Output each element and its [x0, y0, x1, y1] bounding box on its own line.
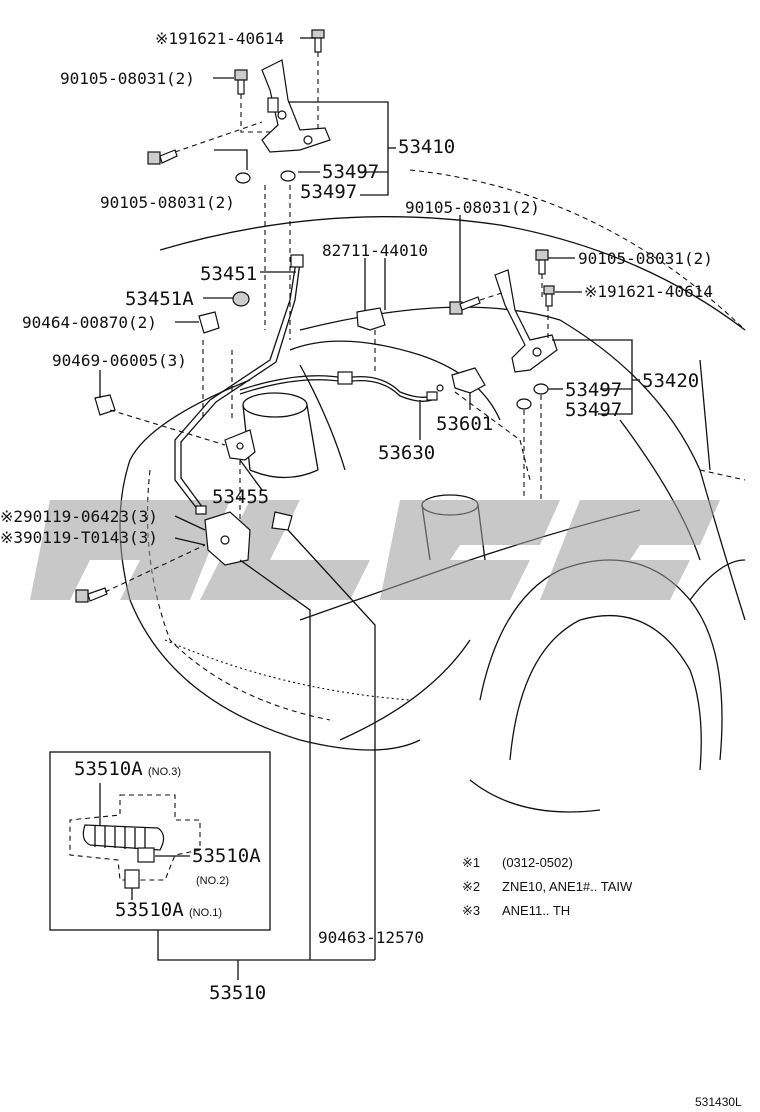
label-hinge-53410: 53410	[398, 136, 455, 158]
hood-latch-icon	[204, 511, 293, 566]
label-bolt-90105-d: 90105-08031(2)	[578, 249, 713, 268]
grommet-icon	[232, 291, 250, 307]
label-clip-90469: 90469-06005(3)	[52, 351, 187, 370]
label-rod-53451: 53451	[200, 263, 257, 285]
label-spring-no3: 53510A	[74, 758, 143, 780]
label-bolt-90105-c: 90105-08031(2)	[405, 198, 540, 217]
label-hinge-53420: 53420	[642, 370, 699, 392]
hood-lock-icon	[224, 429, 256, 461]
applicability-notes: ※1 (0312-0502) ※2 ZNE10, ANE1#.. TAIW ※3…	[462, 855, 633, 918]
label-assy-53510: 53510	[209, 982, 266, 1004]
label-spring-no1-tag: (NO.1)	[189, 907, 222, 919]
label-cushion-4: 53497	[565, 399, 622, 421]
label-spring-no2: 53510A	[192, 845, 261, 867]
bolt-icon	[75, 587, 108, 603]
label-grommet-53451a: 53451A	[125, 288, 194, 310]
label-cable-53630: 53630	[378, 442, 435, 464]
label-cushion-1: 53497	[322, 161, 379, 183]
label-lever-53601: 53601	[436, 413, 493, 435]
label-spring-no2-tag: (NO.2)	[196, 875, 229, 887]
label-cushion-3: 53497	[565, 379, 622, 401]
clip-icon	[94, 311, 220, 416]
part-labels: ※191621-40614 90105-08031(2) 53410 53497…	[0, 29, 713, 1004]
figure-reference: 531430L	[695, 1095, 742, 1109]
note-mark-1: ※1	[462, 855, 480, 870]
label-bolt-91621-top: ※191621-40614	[155, 29, 284, 48]
label-bolt-90105-a: 90105-08031(2)	[60, 69, 195, 88]
cushion-icon	[235, 170, 549, 410]
hood-hinge-rh	[494, 269, 558, 373]
bolt-icon	[147, 29, 325, 165]
label-cushion-2: 53497	[300, 181, 357, 203]
label-bolt-90119-b: ※390119-T0143(3)	[0, 528, 158, 547]
hood-hinge-lh	[261, 59, 331, 153]
note-mark-3: ※3	[462, 903, 480, 918]
label-pin-90463: 90463-12570	[318, 928, 424, 947]
label-bolt-90119-a: ※290119-06423(3)	[0, 507, 158, 526]
detail-inset	[49, 751, 271, 931]
release-lever-icon	[436, 367, 486, 394]
clamp-icon	[356, 307, 386, 331]
label-clip-90464: 90464-00870(2)	[22, 313, 157, 332]
note-text-2: ZNE10, ANE1#.. TAIW	[502, 879, 633, 894]
label-bolt-90105-b: 90105-08031(2)	[100, 193, 235, 212]
note-text-1: (0312-0502)	[502, 855, 573, 870]
label-lock-53455: 53455	[212, 486, 269, 508]
label-spring-no1: 53510A	[115, 899, 184, 921]
label-clamp-82711: 82711-44010	[322, 241, 428, 260]
label-spring-no3-tag: (NO.3)	[148, 766, 181, 778]
note-mark-2: ※2	[462, 879, 480, 894]
label-bolt-91621-right: ※191621-40614	[584, 282, 713, 301]
release-cable	[239, 371, 438, 402]
bolt-icon	[449, 249, 555, 315]
note-text-3: ANE11.. TH	[502, 903, 570, 918]
hood-support-rod	[174, 254, 304, 515]
